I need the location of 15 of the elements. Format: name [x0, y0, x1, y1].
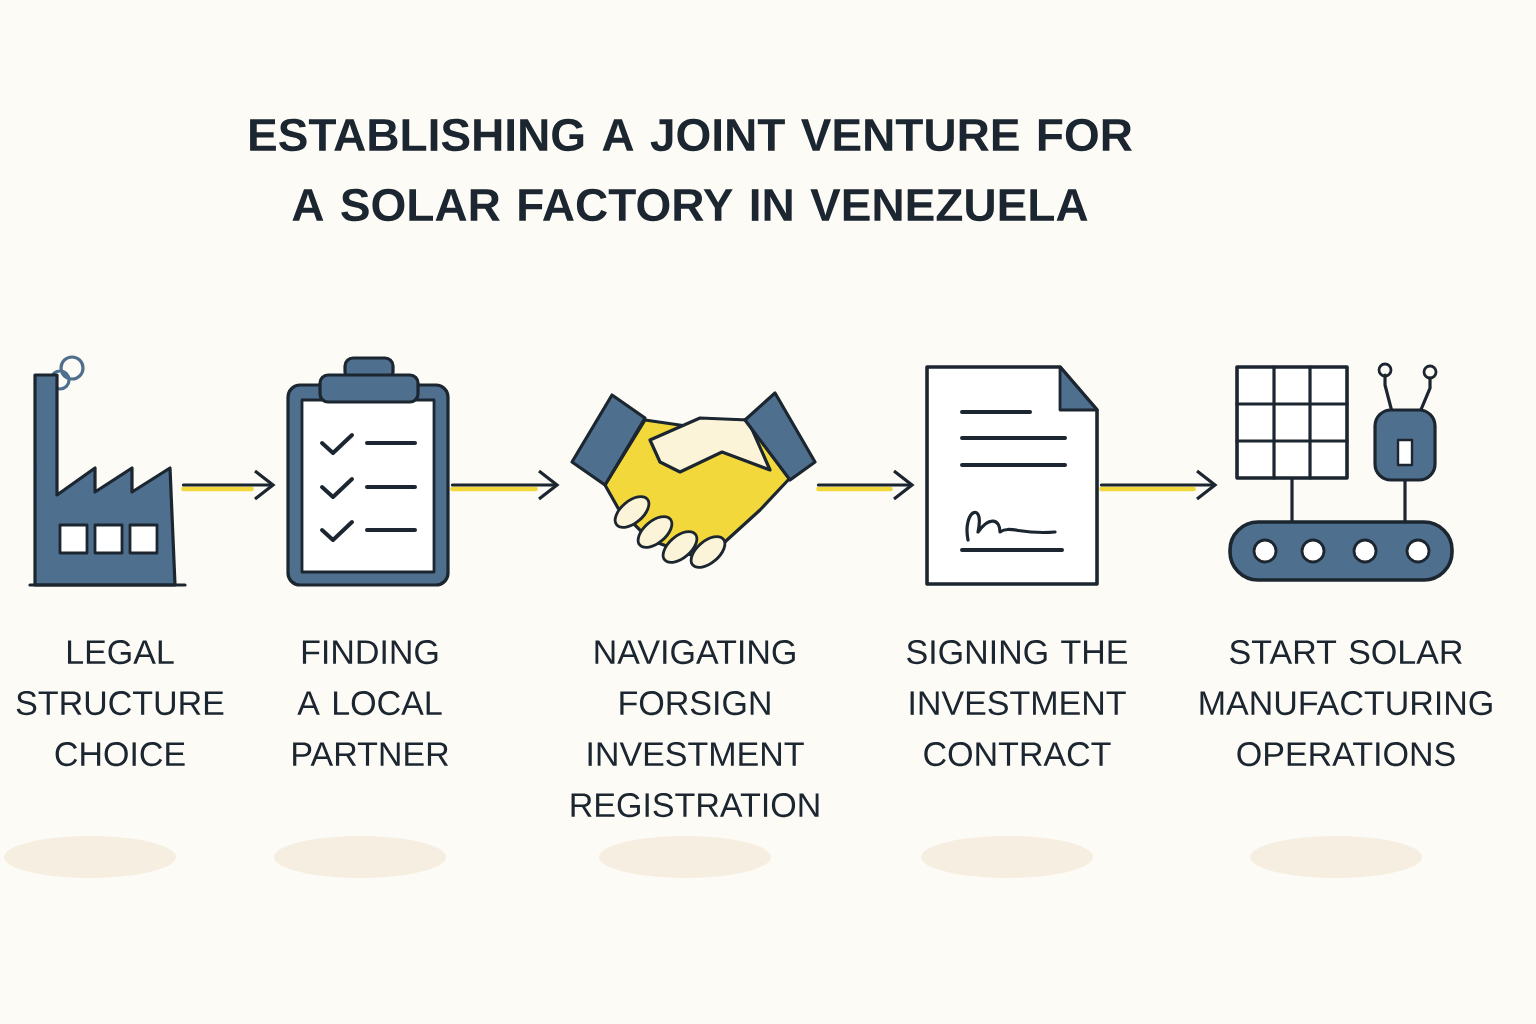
step-label: START SOLAR MANUFACTURING OPERATIONS: [1200, 640, 1492, 767]
arrow: [1099, 469, 1218, 501]
title: ESTABLISHING A JOINT VENTURE FOR A SOLAR FACTORY IN VENEZUELA: [250, 118, 1132, 222]
picture: [286, 356, 450, 587]
step-label: LEGAL STRUCTURE CHOICE: [16, 640, 224, 767]
picture: [1228, 362, 1454, 582]
arrow: [181, 469, 276, 501]
step-label: SIGNING THE INVESTMENT CONTRACT: [907, 640, 1127, 767]
arrow: [816, 469, 915, 501]
step-label: NAVIGATING FORSIGN INVESTMENT REGISTRATION: [571, 640, 819, 818]
step-label: FINDING A LOCAL PARTNER: [293, 640, 449, 766]
picture: [28, 355, 187, 587]
picture: [925, 365, 1099, 586]
arrow: [450, 469, 560, 501]
picture: [570, 391, 817, 569]
